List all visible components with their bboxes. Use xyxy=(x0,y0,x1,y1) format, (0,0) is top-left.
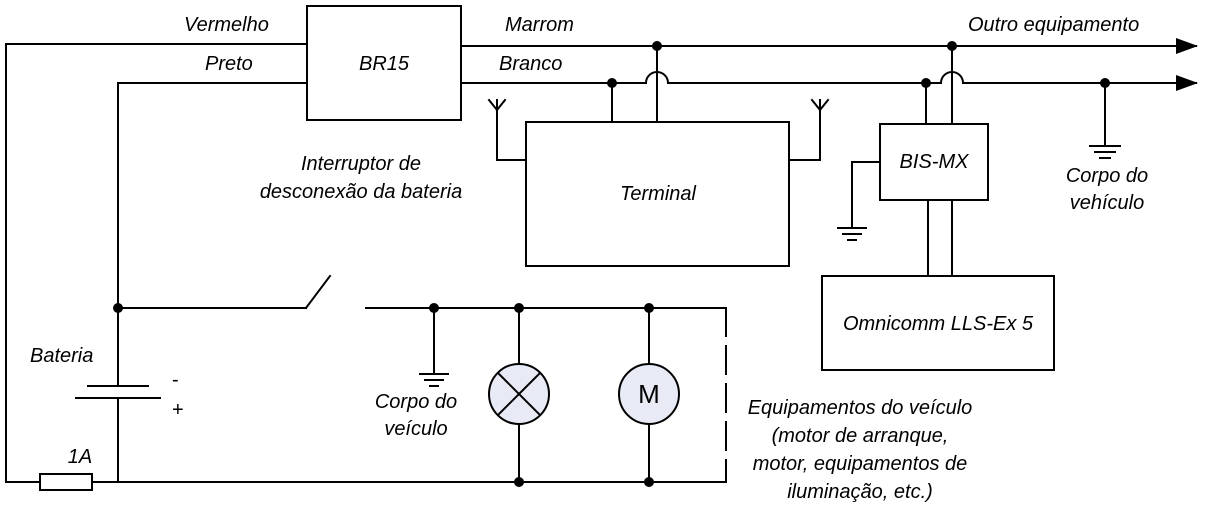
fuse-label: 1A xyxy=(68,446,92,468)
preto-label: Preto xyxy=(205,53,253,75)
left-antenna-icon xyxy=(487,98,507,112)
equipamentos-label-2: (motor de arranque, xyxy=(772,425,949,447)
right-antenna-wire xyxy=(788,109,821,161)
corpo-vehiculo-label-1: Corpo do xyxy=(1066,165,1148,187)
corpo-veiculo-label-1: Corpo do xyxy=(375,391,457,413)
junction-dot xyxy=(514,303,524,313)
br15-label: BR15 xyxy=(359,53,410,75)
black-wire xyxy=(117,82,308,387)
battery-plus-label: + xyxy=(172,399,184,421)
junction-dot xyxy=(429,303,439,313)
junction-dot xyxy=(514,477,524,487)
junction-dot xyxy=(921,78,931,88)
br15-box[interactable] xyxy=(306,5,462,121)
bismx-label: BIS-MX xyxy=(900,151,970,173)
junction-dot xyxy=(113,303,123,313)
lamp-icon xyxy=(488,363,550,425)
red-wire xyxy=(5,43,308,483)
battery-minus-label: - xyxy=(172,369,179,391)
junction-dot xyxy=(644,477,654,487)
outro-equipamento-label: Outro equipamento xyxy=(968,14,1139,36)
junction-dot xyxy=(947,41,957,51)
terminal-label: Terminal xyxy=(620,183,697,205)
marrom-label: Marrom xyxy=(505,14,574,36)
motor-icon: M xyxy=(618,363,680,425)
vermelho-label: Vermelho xyxy=(184,14,269,36)
terminal-box[interactable] xyxy=(525,121,790,267)
junction-dot xyxy=(644,303,654,313)
omnicomm-label: Omnicomm LLS-Ex 5 xyxy=(843,313,1034,335)
corpo-vehiculo-label-2: vehículo xyxy=(1070,192,1145,214)
junction-dot xyxy=(1100,78,1110,88)
bismx-box[interactable] xyxy=(879,123,989,201)
left-antenna-wire xyxy=(496,109,527,161)
fuse-icon xyxy=(39,473,93,491)
equipamentos-label-1: Equipamentos do veículo xyxy=(748,397,973,419)
omnicomm-box[interactable] xyxy=(821,275,1055,371)
interruptor-label-2: desconexão da bateria xyxy=(260,181,462,203)
right-antenna-icon xyxy=(810,98,830,112)
interruptor-label-1: Interruptor de xyxy=(301,153,421,175)
motor-label: M xyxy=(638,379,660,409)
white-wire xyxy=(460,71,1198,91)
equipamentos-label-4: iluminação, etc.) xyxy=(787,481,933,503)
ground-icon-bismx xyxy=(837,227,867,241)
equipamentos-label-3: motor, equipamentos de xyxy=(753,453,968,475)
ground-icon-chassis xyxy=(1089,145,1121,159)
bateria-label: Bateria xyxy=(30,345,93,367)
junction-dot xyxy=(607,78,617,88)
branco-label: Branco xyxy=(499,53,562,75)
switch-blade[interactable] xyxy=(304,274,332,310)
junction-dot xyxy=(652,41,662,51)
battery-icon xyxy=(75,385,161,399)
bismx-ground-wire xyxy=(851,161,881,229)
ground-icon-vehicle xyxy=(419,373,449,387)
corpo-veiculo-label-2: veículo xyxy=(384,418,447,440)
